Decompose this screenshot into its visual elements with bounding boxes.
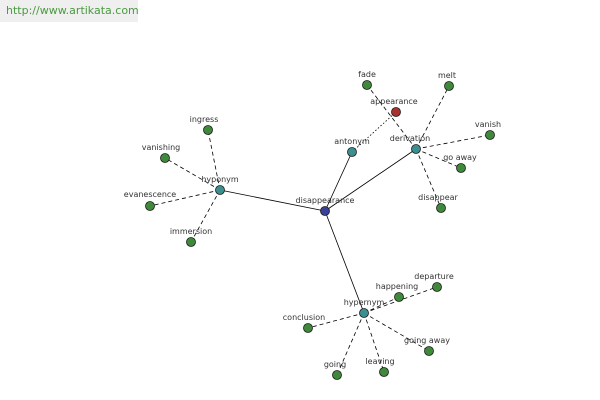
edges-layer [149,84,491,376]
edge-disappearance-derivation [324,148,417,212]
nodes-layer: disappearance hyponym antonym derivation hyp… [124,70,501,380]
node-label[interactable]: conclusion [283,313,325,322]
node-circle[interactable] [303,323,313,333]
node-label[interactable]: hypernym [344,298,385,307]
node-label[interactable]: evanescence [124,190,177,199]
node-hyponym[interactable]: hyponym [201,175,239,195]
node-label[interactable]: going [324,360,346,369]
node-circle[interactable] [444,81,454,91]
node-label[interactable]: fade [358,70,376,79]
node-label[interactable]: happening [376,282,419,291]
node-fade[interactable]: fade [358,70,376,90]
node-circle[interactable] [456,163,466,173]
node-label[interactable]: appearance [370,97,418,106]
node-circle[interactable] [411,144,421,154]
node-going-away[interactable]: going away [404,336,450,356]
node-label[interactable]: vanishing [142,143,181,152]
node-label[interactable]: go away [443,153,477,162]
node-circle[interactable] [394,292,404,302]
node-immersion[interactable]: immersion [170,227,212,247]
edge-hyponym-ingress [207,129,221,191]
node-departure[interactable]: departure [414,272,454,292]
node-antonym[interactable]: antonym [334,137,370,157]
node-circle[interactable] [145,201,155,211]
node-evanescence[interactable]: evanescence [124,190,177,211]
node-label[interactable]: disappear [418,193,458,202]
edge-disappearance-hyponym [219,189,326,212]
node-circle[interactable] [320,206,330,216]
node-circle[interactable] [424,346,434,356]
edge-derivation-disappear [415,148,442,209]
node-circle[interactable] [203,125,213,135]
node-vanishing[interactable]: vanishing [142,143,181,163]
node-disappearance[interactable]: disappearance [296,196,355,216]
edge-disappearance-antonym [324,151,353,212]
edge-disappearance-hypernym [324,210,365,314]
node-label[interactable]: antonym [334,137,370,146]
node-going[interactable]: going [324,360,346,380]
node-circle[interactable] [379,367,389,377]
node-ingress[interactable]: ingress [190,115,219,135]
node-happening[interactable]: happening [376,282,419,302]
node-conclusion[interactable]: conclusion [283,313,325,333]
edge-hypernym-leaving [363,312,385,373]
node-label[interactable]: vanish [475,120,501,129]
node-label[interactable]: immersion [170,227,212,236]
node-circle[interactable] [332,370,342,380]
node-label[interactable]: leaving [365,357,394,366]
edge-antonym-appearance [351,111,397,153]
edge-hypernym-conclusion [307,312,365,329]
edge-hypernym-going [336,312,365,376]
edge-hyponym-evanescence [149,189,221,207]
edge-hyponym-immersion [190,189,221,243]
node-circle[interactable] [432,282,442,292]
edge-derivation-go_away [415,148,462,169]
node-go-away[interactable]: go away [443,153,477,173]
edge-derivation-melt [415,85,450,150]
node-label[interactable]: derivation [390,134,430,143]
node-circle[interactable] [347,147,357,157]
node-label[interactable]: disappearance [296,196,355,205]
node-derivation[interactable]: derivation [390,134,430,154]
node-melt[interactable]: melt [438,71,456,91]
node-vanish[interactable]: vanish [475,120,501,140]
node-appearance[interactable]: appearance [370,97,418,117]
node-circle[interactable] [215,185,225,195]
node-hypernym[interactable]: hypernym [344,298,385,318]
edge-hyponym-vanishing [164,157,221,191]
node-circle[interactable] [391,107,401,117]
node-circle[interactable] [485,130,495,140]
site-url-watermark[interactable]: http://www.artikata.com [0,0,139,22]
node-label[interactable]: melt [438,71,456,80]
node-circle[interactable] [436,203,446,213]
node-label[interactable]: going away [404,336,450,345]
node-label[interactable]: departure [414,272,454,281]
node-circle[interactable] [160,153,170,163]
edge-derivation-vanish [415,134,491,150]
node-circle[interactable] [359,308,369,318]
edge-hypernym-going_away [363,312,430,352]
node-circle[interactable] [362,80,372,90]
node-label[interactable]: hyponym [201,175,239,184]
node-label[interactable]: ingress [190,115,219,124]
node-circle[interactable] [186,237,196,247]
node-disappear[interactable]: disappear [418,193,459,213]
node-leaving[interactable]: leaving [365,357,395,377]
